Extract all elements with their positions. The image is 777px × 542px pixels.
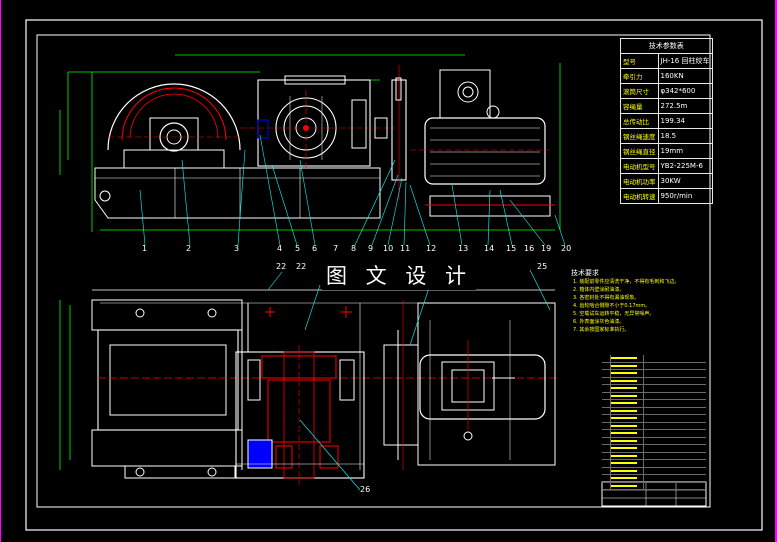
part-number: 8 [351, 244, 357, 253]
part-number: 16 [524, 244, 535, 253]
sheet-inner-border [36, 34, 711, 508]
part-number: 4 [277, 244, 283, 253]
plan-view [59, 269, 560, 491]
elevation-view [59, 54, 566, 246]
part-number: 2 [186, 244, 192, 253]
part-number: 6 [312, 244, 318, 253]
spec-value: 160KN [657, 68, 713, 84]
spec-label: 型号 [620, 53, 659, 69]
sheet-outer-border [25, 19, 763, 531]
part-number: 14 [484, 244, 495, 253]
tech-note: 6. 外表面涂灰色油漆。 [573, 319, 625, 325]
spec-value: 199.34 [657, 113, 713, 129]
tech-notes-title: 技术要求 [571, 269, 599, 277]
spec-value: 19mm [657, 143, 713, 159]
part-number: 12 [426, 244, 437, 253]
spec-label: 牵引力 [620, 68, 659, 84]
spec-label: 电动机型号 [620, 158, 659, 174]
part-number: 13 [458, 244, 469, 253]
watermark-text: 图 文 设 计 [322, 260, 477, 290]
tech-note: 1. 装配前零件应清洗干净，不得有毛刺和飞边。 [573, 279, 680, 285]
spec-label: 钢丝绳速度 [620, 128, 659, 144]
bill-of-materials [602, 355, 706, 503]
part-number: 22 [296, 262, 307, 271]
spec-label: 滚筒尺寸 [620, 83, 659, 99]
part-number: 3 [234, 244, 240, 253]
spec-value: 272.5m [657, 98, 713, 114]
part-number: 9 [368, 244, 374, 253]
spec-table-header: 技术参数表 [620, 38, 713, 54]
tech-note: 4. 齿轮啮合侧隙不小于0.17mm。 [573, 303, 651, 309]
part-number: 5 [295, 244, 301, 253]
part-number: 26 [360, 485, 371, 494]
tech-note: 7. 其余按国家标准执行。 [573, 327, 630, 333]
spec-label: 电动机转速 [620, 188, 659, 204]
tech-note: 2. 箱体内壁涂耐油漆。 [573, 287, 625, 293]
part-number: 25 [537, 262, 548, 271]
spec-value: 18.5 [657, 128, 713, 144]
part-number: 20 [561, 244, 572, 253]
spec-value: 950r/min [657, 188, 713, 204]
spec-label: 总传动比 [620, 113, 659, 129]
spec-value: JH-16 回柱绞车 [657, 53, 713, 69]
tech-note: 3. 各密封处不得有漏油现象。 [573, 295, 640, 301]
part-number: 15 [506, 244, 517, 253]
spec-value: 30KW [657, 173, 713, 189]
part-number: 10 [383, 244, 394, 253]
part-number: 19 [541, 244, 552, 253]
spec-value: YB2-225M-6 [657, 158, 713, 174]
spec-label: 钢丝绳直径 [620, 143, 659, 159]
spec-label: 电动机功率 [620, 173, 659, 189]
part-number: 1 [142, 244, 148, 253]
spec-label: 容绳量 [620, 98, 659, 114]
part-number: 7 [333, 244, 339, 253]
part-number: 22 [276, 262, 287, 271]
spec-value: φ342*600 [657, 83, 713, 99]
tech-note: 5. 空载试车运转平稳，无异常噪声。 [573, 311, 655, 317]
part-number: 11 [400, 244, 411, 253]
